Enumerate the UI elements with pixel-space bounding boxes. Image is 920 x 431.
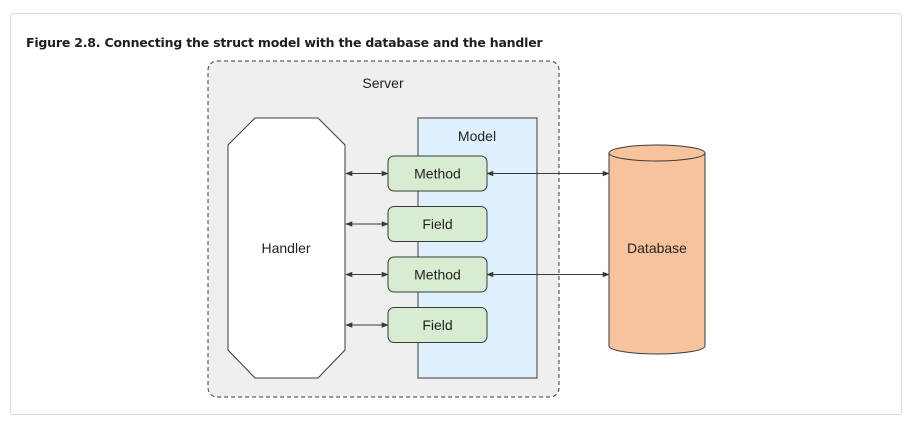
member-label: Method: [414, 166, 461, 182]
model-label: Model: [458, 128, 496, 144]
member-box: [387, 206, 488, 242]
member-box: [387, 256, 488, 293]
handler-label: Handler: [261, 240, 310, 256]
database-label: Database: [627, 240, 687, 256]
handler-shape: [227, 117, 346, 379]
member-box: [387, 307, 488, 343]
member-label: Field: [422, 317, 452, 333]
database-cylinder: [608, 144, 706, 355]
figure-caption: Figure 2.8. Connecting the struct model …: [26, 35, 543, 50]
member-box: [387, 155, 488, 192]
member-label: Method: [414, 267, 461, 283]
server-label: Server: [362, 75, 404, 91]
member-label: Field: [422, 216, 452, 232]
